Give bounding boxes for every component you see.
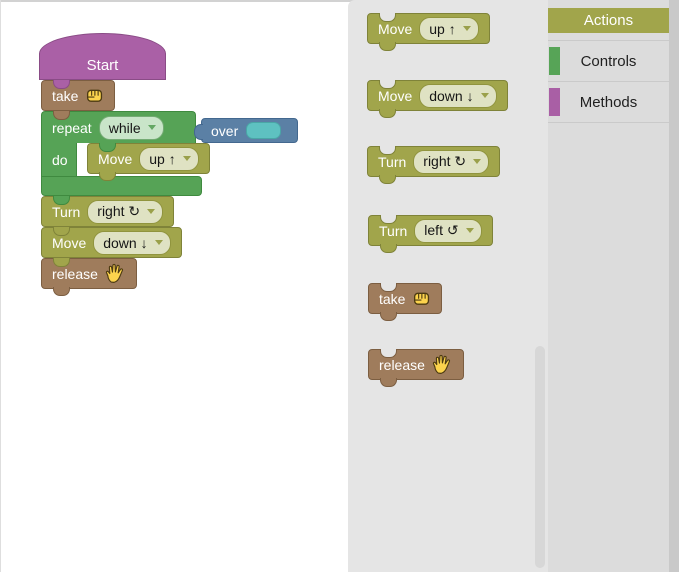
block-label: release xyxy=(52,265,98,282)
fist-icon xyxy=(412,289,431,308)
caret-down-icon xyxy=(465,228,474,233)
palette-block-turn-left[interactable]: Turn left ↺ xyxy=(368,215,493,253)
block-move-down[interactable]: Move down ↓ xyxy=(41,227,182,258)
category-color-chip xyxy=(549,88,560,116)
repeat-bottom-bar[interactable] xyxy=(41,176,202,196)
do-label: do xyxy=(52,151,68,168)
palette-block-release[interactable]: release xyxy=(368,349,464,387)
move-direction-dropdown[interactable]: up ↑ xyxy=(419,16,479,41)
block-turn-right[interactable]: Turn right ↻ xyxy=(41,196,175,227)
move-direction-dropdown[interactable]: down ↓ xyxy=(93,230,171,255)
block-label: Turn xyxy=(52,203,81,220)
category-methods[interactable]: Methods xyxy=(548,82,669,123)
caret-down-icon xyxy=(154,240,163,245)
value-slot[interactable] xyxy=(246,122,282,139)
window-top-edge xyxy=(0,0,679,2)
dropdown-value: up ↑ xyxy=(149,150,176,167)
block-release[interactable]: release xyxy=(41,258,137,296)
output-tab xyxy=(194,124,203,140)
category-label: Actions xyxy=(583,11,634,29)
turn-direction-dropdown[interactable]: right ↻ xyxy=(87,199,164,224)
category-selected-highlight xyxy=(548,8,669,33)
block-label: Turn xyxy=(378,153,407,170)
category-color-chip xyxy=(549,47,560,75)
category-actions[interactable]: Actions xyxy=(548,0,669,41)
palette-flyout: Move up ↑ Move down ↓ Turn right ↻ Turn … xyxy=(348,0,548,572)
turn-direction-dropdown[interactable]: right ↻ xyxy=(413,149,490,174)
block-over[interactable]: over xyxy=(194,118,298,143)
category-menu: Actions Controls Methods xyxy=(548,0,669,572)
caret-down-icon xyxy=(147,125,156,130)
dropdown-value: left ↺ xyxy=(424,222,459,238)
block-label: Start xyxy=(86,57,119,74)
category-controls[interactable]: Controls xyxy=(548,41,669,82)
caret-down-icon xyxy=(462,26,471,31)
turn-direction-dropdown[interactable]: left ↺ xyxy=(414,218,482,243)
block-label: release xyxy=(379,356,425,373)
block-label: over xyxy=(211,122,239,139)
move-direction-dropdown[interactable]: up ↑ xyxy=(139,146,199,171)
block-label: Turn xyxy=(379,222,408,239)
repeat-condition-dropdown[interactable]: while xyxy=(98,115,164,140)
fist-icon xyxy=(85,86,104,105)
palette-block-turn-right[interactable]: Turn right ↻ xyxy=(367,146,501,184)
workspace[interactable]: Start take repeat while do xyxy=(0,0,348,572)
block-label: take xyxy=(379,290,406,307)
palette-block-move-down[interactable]: Move down ↓ xyxy=(367,80,508,118)
block-label: Move xyxy=(52,234,87,251)
dropdown-value: up ↑ xyxy=(429,20,456,37)
block-start[interactable]: Start xyxy=(39,33,166,80)
block-label: Move xyxy=(98,150,133,167)
move-direction-dropdown[interactable]: down ↓ xyxy=(419,83,497,108)
dropdown-value: down ↓ xyxy=(429,87,474,104)
block-label: take xyxy=(52,87,79,104)
block-label: Move xyxy=(378,87,413,104)
palette-block-move-up[interactable]: Move up ↑ xyxy=(367,13,490,51)
caret-down-icon xyxy=(147,209,156,214)
open-hand-icon xyxy=(432,354,453,375)
block-take[interactable]: take xyxy=(41,80,116,111)
category-label: Controls xyxy=(580,52,637,70)
flyout-scrollbar-thumb[interactable] xyxy=(535,346,545,568)
block-label: Move xyxy=(378,20,413,37)
caret-down-icon xyxy=(480,93,489,98)
block-repeat[interactable]: repeat while xyxy=(41,111,196,143)
dropdown-value: down ↓ xyxy=(103,234,148,251)
window-scrollbar[interactable] xyxy=(669,0,679,572)
caret-down-icon xyxy=(182,156,191,161)
open-hand-icon xyxy=(105,263,126,284)
block-move-up-nested[interactable]: Move up ↑ xyxy=(87,143,210,181)
dropdown-value: right ↻ xyxy=(97,203,141,219)
repeat-do-spine[interactable]: do xyxy=(41,143,77,176)
window-left-edge xyxy=(0,0,1,572)
block-label: repeat xyxy=(52,119,92,136)
category-label: Methods xyxy=(579,93,638,111)
palette-block-take[interactable]: take xyxy=(368,283,443,321)
caret-down-icon xyxy=(473,159,482,164)
dropdown-value: right ↻ xyxy=(423,153,467,169)
dropdown-value: while xyxy=(108,119,141,136)
